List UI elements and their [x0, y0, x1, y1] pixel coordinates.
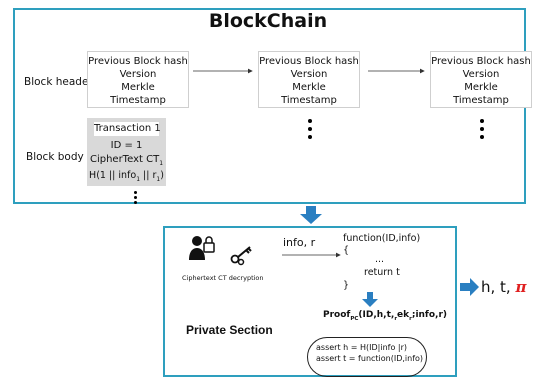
function-close-brace: } — [343, 280, 350, 291]
ellipsis-dot — [134, 196, 137, 199]
key-icon — [230, 246, 252, 266]
transaction-ciphertext: CipherText CT1 — [89, 154, 164, 167]
ellipsis-dot — [308, 135, 312, 139]
down-arrow-main — [300, 206, 322, 224]
block-1-prev-hash: Previous Block hash — [88, 56, 188, 67]
ellipsis-dot — [480, 119, 484, 123]
block-header-1: Previous Block hash Version Merkle Times… — [87, 51, 189, 108]
function-open-brace: { — [343, 245, 350, 256]
block-1-timestamp: Timestamp — [110, 95, 166, 106]
inputs-label: info, r — [283, 236, 316, 249]
block-body-label: Block body — [26, 151, 84, 163]
pi-symbol: π — [515, 278, 527, 296]
ellipsis-dot — [480, 135, 484, 139]
function-signature: function(ID,info) — [343, 233, 421, 244]
block-2-timestamp: Timestamp — [281, 95, 337, 106]
page-title: BlockChain — [208, 10, 328, 32]
ellipsis-dot — [308, 127, 312, 131]
ellipsis-dot — [480, 127, 484, 131]
user-decrypt-icon — [189, 236, 215, 260]
private-section-panel — [163, 226, 457, 377]
function-ellipsis: ... — [375, 254, 385, 265]
down-arrow-proof — [362, 292, 378, 307]
ellipsis-dot — [134, 201, 137, 204]
ellipsis-dot — [308, 119, 312, 123]
assert-function: assert t = function(ID,info) — [316, 354, 424, 363]
block-2-merkle: Merkle — [292, 82, 326, 93]
block-header-3: Previous Block hash Version Merkle Times… — [430, 51, 532, 108]
block-header-2: Previous Block hash Version Merkle Times… — [258, 51, 360, 108]
output-values: h, t, π — [481, 278, 526, 296]
transaction-title: Transaction 1 — [94, 122, 161, 136]
ellipsis-dot — [134, 191, 137, 194]
output-text: h, t, — [481, 278, 511, 296]
private-section-label: Private Section — [186, 323, 273, 337]
proof-statement: ProofPC(ID,h,t,rekr;info,r) — [323, 310, 448, 322]
transaction-id: ID = 1 — [110, 140, 143, 151]
assert-box: assert h = H(ID|info |r) assert t = func… — [307, 337, 427, 377]
block-2-prev-hash: Previous Block hash — [259, 56, 359, 67]
transaction-hash: H(1 || info1 || r1) — [89, 170, 164, 183]
block-1-version: Version — [119, 69, 157, 80]
block-3-version: Version — [462, 69, 500, 80]
block-header-label: Block header — [24, 76, 93, 88]
assert-hash: assert h = H(ID|info |r) — [316, 343, 407, 352]
function-return: return t — [364, 267, 400, 278]
decryption-caption: Ciphertext CT decryption — [182, 274, 264, 282]
block-1-merkle: Merkle — [121, 82, 155, 93]
block-2-version: Version — [290, 69, 328, 80]
block-3-merkle: Merkle — [464, 82, 498, 93]
right-arrow-output — [460, 278, 479, 296]
block-3-timestamp: Timestamp — [453, 95, 509, 106]
block-3-prev-hash: Previous Block hash — [431, 56, 531, 67]
